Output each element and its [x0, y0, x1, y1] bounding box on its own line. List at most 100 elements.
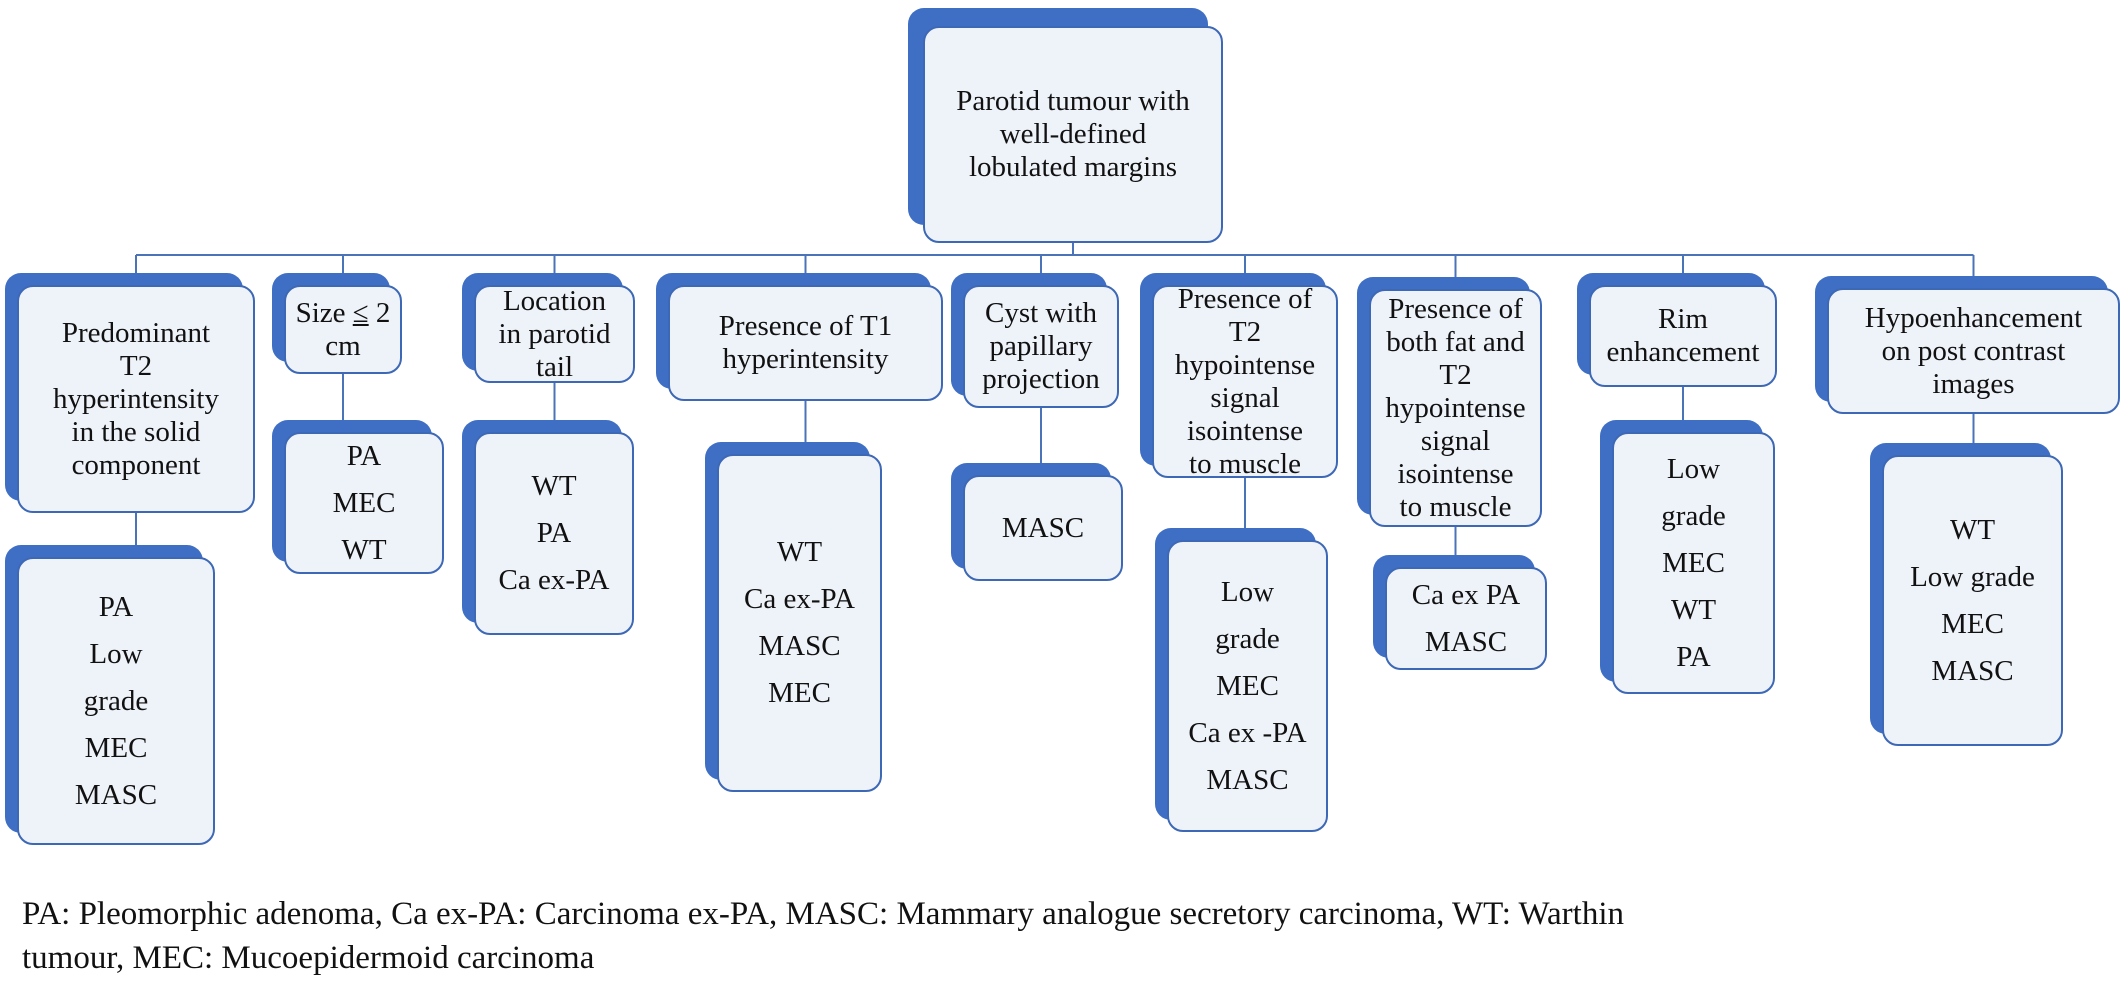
box-text-line: hyperintensity	[53, 382, 219, 415]
box-text-line: well-defined	[999, 118, 1147, 150]
box-text-line: MASC	[1424, 625, 1508, 658]
box-text-line: MEC	[84, 731, 148, 764]
box-face: MASC	[963, 475, 1123, 581]
box-text-line: papillary	[989, 330, 1093, 362]
box-text-line: Rim	[1658, 303, 1708, 335]
box-text-line: tail	[535, 350, 574, 383]
box-text-line: Ca ex-PA	[744, 583, 855, 615]
findings-node-t1-hyper: WT Ca ex-PA MASC MEC	[705, 442, 882, 792]
box-text-line: in parotid	[498, 317, 611, 350]
box-text-line: WT	[341, 533, 387, 566]
box-text-line: signal	[1420, 424, 1491, 457]
box-text-line: PA	[1676, 640, 1711, 673]
legend-line-2: tumour, MEC: Mucoepidermoid carcinoma	[22, 940, 595, 976]
box-text-line: MASC	[1001, 511, 1085, 544]
box-text-line: Low	[89, 637, 143, 670]
box-text-line: PA	[98, 590, 134, 623]
box-text-line: lobulated margins	[968, 151, 1178, 183]
box-text-line: Presence of	[1388, 292, 1523, 325]
box-text-line: MEC	[1216, 669, 1279, 702]
box-text-line: grade	[83, 684, 149, 717]
abbreviation-legend: PA: Pleomorphic adenoma, Ca ex-PA: Carci…	[22, 892, 2112, 980]
box-text-line: WT	[776, 536, 823, 568]
box-text-line: WT	[1670, 593, 1717, 626]
box-text-line: in the solid	[71, 415, 201, 448]
box-text-line: MASC	[1206, 763, 1289, 796]
box-text-line: Presence of T1	[718, 310, 893, 342]
box-text-line: grade	[1215, 622, 1280, 655]
box-text-line: to muscle	[1189, 447, 1301, 480]
box-text-line: both fat and	[1386, 325, 1525, 358]
box-text-line: Hypoenhancement	[1864, 301, 2083, 334]
box-text-line: MASC	[74, 778, 158, 811]
box-text-line: projection	[982, 363, 1100, 395]
box-text-line: MEC	[1662, 546, 1725, 579]
box-text-line: Low grade	[1910, 560, 2035, 593]
box-text-line: isointense	[1397, 457, 1514, 490]
box-text-line: isointense	[1187, 414, 1303, 447]
box-face: Ca ex PA MASC	[1385, 567, 1547, 670]
box-text-line: MEC	[1941, 607, 2004, 640]
legend-line-1: PA: Pleomorphic adenoma, Ca ex-PA: Carci…	[22, 896, 1624, 932]
box-text-line: Low	[1220, 575, 1275, 608]
box-text-line: Size ≤ 2	[295, 296, 391, 329]
box-text-line: Ca ex -PA	[1188, 716, 1307, 749]
findings-node-cyst: MASC	[951, 463, 1123, 581]
box-face: WT Ca ex-PA MASC MEC	[717, 454, 882, 792]
box-text-line: hypointense	[1174, 348, 1316, 381]
box-text-line: MASC	[758, 630, 841, 662]
box-text-line: Predominant	[61, 316, 211, 349]
box-text-line: Cyst with	[985, 297, 1097, 329]
box-text-line: signal	[1210, 381, 1280, 414]
box-text-line: to muscle	[1399, 490, 1512, 523]
box-text-line: enhancement	[1606, 336, 1760, 368]
box-text-line: hypointense	[1385, 391, 1526, 424]
box-text-line: Presence of	[1177, 282, 1313, 315]
findings-node-fat-t2: Ca ex PA MASC	[1373, 555, 1547, 670]
box-text-line: MEC	[768, 677, 831, 709]
box-text-line: images	[1932, 367, 2015, 400]
box-text-line: Parotid tumour with	[956, 85, 1190, 117]
box-text-line: Location	[502, 284, 607, 317]
leq-symbol: ≤	[352, 296, 369, 329]
box-text-line: grade	[1661, 499, 1726, 532]
box-text-line: PA	[346, 439, 382, 472]
box-text-line: cm	[325, 329, 361, 362]
box-text-line: Ca ex PA	[1411, 578, 1521, 611]
box-text-line: Low	[1666, 452, 1721, 485]
box-text-line: on post contrast	[1881, 334, 2066, 367]
box-text-line: WT	[1949, 513, 1996, 546]
box-text-line: component	[71, 448, 201, 481]
